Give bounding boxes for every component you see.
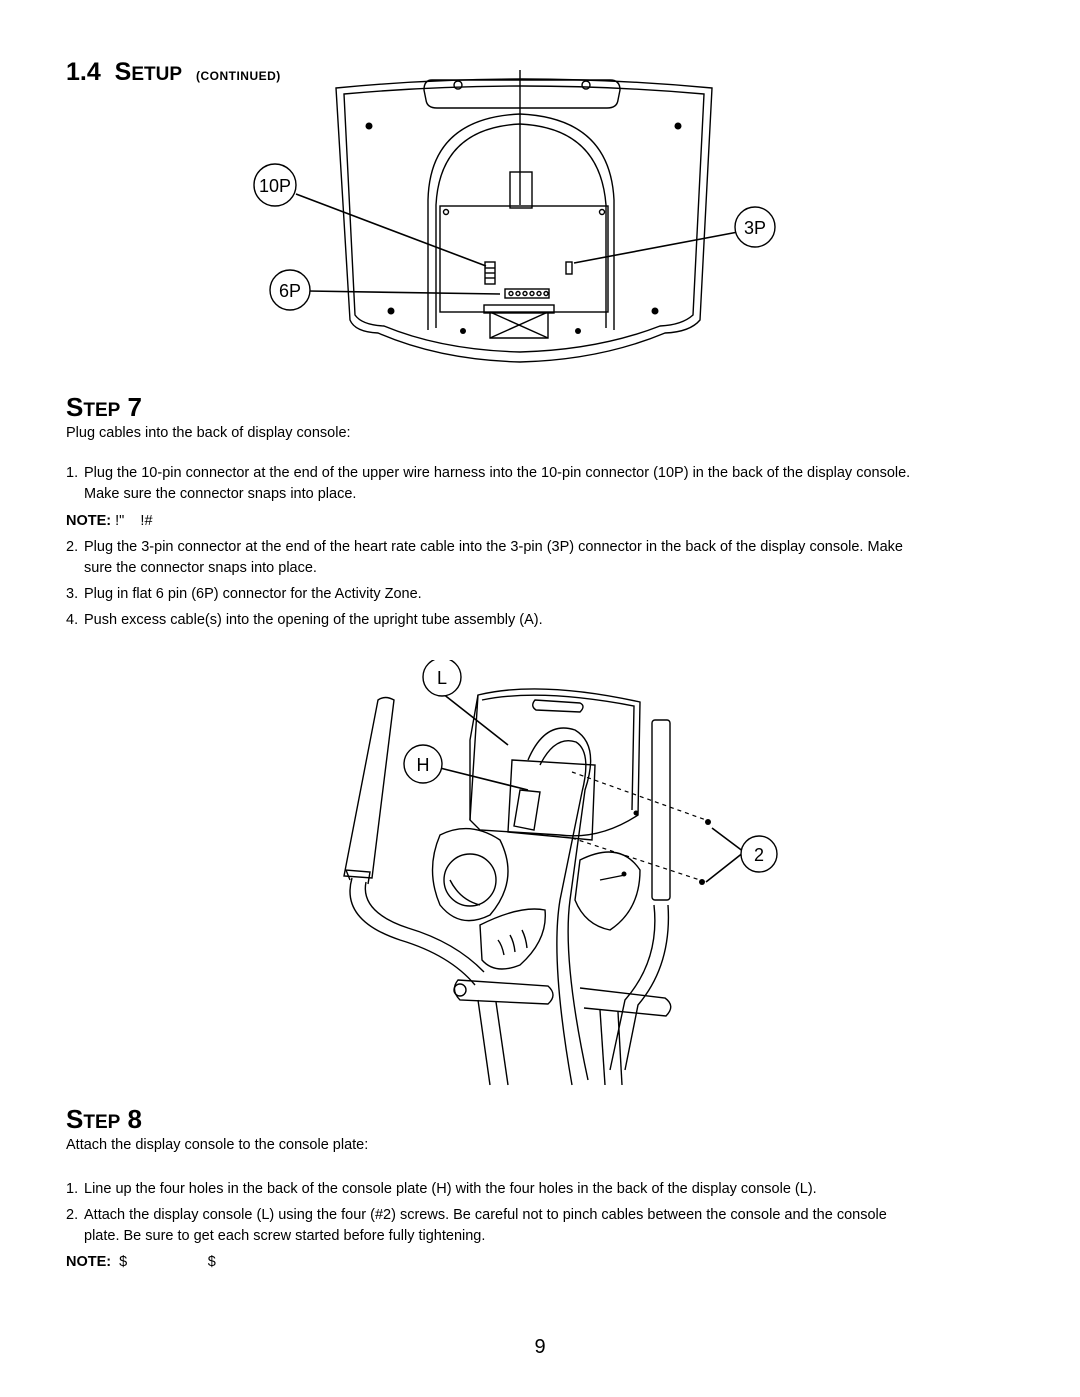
step8-item-2: 2. Attach the display console (L) using t… [66, 1205, 1026, 1247]
console-back-figure: 10P 3P 6P [253, 70, 776, 363]
section-title-rest: ETUP [131, 64, 183, 85]
callout-l: L [437, 668, 447, 688]
item-text: Attach the display console (L) using the… [84, 1207, 887, 1223]
item-number: 1. [66, 1181, 79, 1197]
step7-number: 7 [127, 392, 142, 422]
step8-note: NOTE: $ $ [66, 1252, 216, 1273]
callout-h: H [417, 755, 430, 775]
step8-title: STEP 8 [66, 1104, 142, 1135]
step7-title: STEP 7 [66, 392, 142, 423]
section-title: 1.4 SETUP (CONTINUED) [66, 58, 281, 87]
callout-10p: 10P [259, 176, 291, 196]
note-text: !" !# [115, 513, 153, 529]
callout-3p: 3P [744, 218, 766, 238]
section-subtitle: (CONTINUED) [195, 69, 281, 83]
step8-title-rest: TEP [83, 1112, 121, 1133]
step8-intro: Attach the display console to the consol… [66, 1137, 369, 1153]
console-attach-figure: L H 2 [343, 660, 778, 1086]
item-text: Plug the 10-pin connector at the end of … [84, 465, 911, 481]
note-label: NOTE: [66, 513, 112, 529]
item-text: Line up the four holes in the back of th… [84, 1181, 817, 1197]
note-label: NOTE: [66, 1254, 112, 1270]
item-number: 2. [66, 1207, 79, 1223]
item-text: Plug in flat 6 pin (6P) connector for th… [84, 586, 422, 602]
step7-item-4: 4. Push excess cable(s) into the opening … [66, 610, 1026, 631]
section-title-cap: S [114, 58, 132, 86]
item-number: 3. [66, 586, 79, 602]
callout-2: 2 [754, 845, 764, 865]
note-text: $ $ [119, 1254, 216, 1270]
item-number: 1. [66, 465, 79, 481]
step8-title-cap: S [66, 1104, 84, 1134]
item-text: Plug the 3-pin connector at the end of t… [84, 539, 903, 555]
item-text: Push excess cable(s) into the opening of… [84, 612, 543, 628]
step8-number: 8 [127, 1104, 142, 1134]
step7-note: NOTE: !" !# [66, 511, 153, 532]
step7-intro: Plug cables into the back of display con… [66, 425, 351, 441]
section-number: 1.4 [66, 58, 101, 86]
item-text-cont: plate. Be sure to get each screw started… [84, 1228, 486, 1244]
step7-item-2: 2. Plug the 3-pin connector at the end of… [66, 537, 1026, 579]
item-text-cont: Make sure the connector snaps into place… [84, 486, 357, 502]
step7-title-rest: TEP [83, 400, 121, 421]
page-number: 9 [534, 1336, 546, 1358]
step8-item-1: 1. Line up the four holes in the back of … [66, 1179, 1026, 1200]
step7-item-3: 3. Plug in flat 6 pin (6P) connector for … [66, 584, 1026, 605]
step7-title-cap: S [66, 392, 84, 422]
item-number: 2. [66, 539, 79, 555]
callout-6p: 6P [279, 281, 301, 301]
step7-item-1: 1. Plug the 10-pin connector at the end o… [66, 463, 1026, 505]
item-text-cont: sure the connector snaps into place. [84, 560, 317, 576]
item-number: 4. [66, 612, 79, 628]
